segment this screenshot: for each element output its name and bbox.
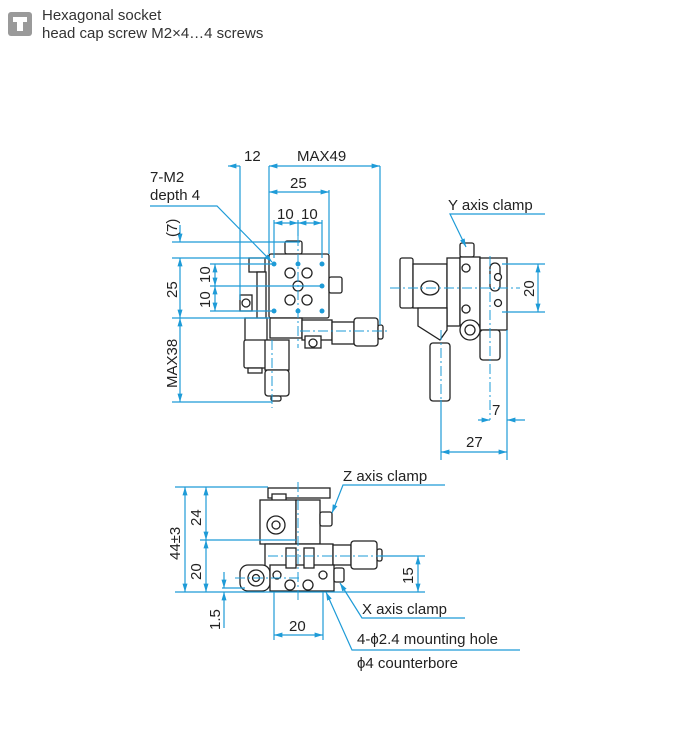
screw-note-line1: Hexagonal socket [42, 7, 162, 24]
mounting-hole-label: 4-ϕ2.4 mounting hole [357, 631, 498, 648]
dim-25-vertical: 25 [164, 281, 181, 298]
z-axis-clamp-label: Z axis clamp [343, 468, 427, 485]
hex-socket-screw-icon [8, 12, 32, 36]
screw-note-line2: head cap screw M2×4…4 screws [42, 25, 264, 42]
dim-25-horizontal: 25 [290, 175, 307, 192]
front-view: Z axis clamp 44±3 24 20 15 1.5 20 X axis… [167, 468, 520, 672]
dim-20-vertical: 20 [188, 563, 205, 580]
dim-max49: MAX49 [297, 148, 346, 165]
side-view-stage [399, 242, 508, 402]
dim-15: 15 [400, 567, 417, 584]
tap-label-depth: depth 4 [150, 187, 200, 204]
dim-7-side: 7 [492, 402, 500, 419]
x-axis-clamp-label: X axis clamp [362, 601, 447, 618]
dim-10-b: 10 [301, 206, 318, 223]
dim-24: 24 [188, 509, 205, 526]
top-view-stage [239, 240, 384, 402]
screw-note-text: Hexagonal socket head cap screw M2×4…4 s… [42, 7, 263, 43]
dim-20-horizontal: 20 [289, 618, 306, 635]
dim-10-a: 10 [277, 206, 294, 223]
dim-7-paren: (7) [164, 219, 181, 237]
dim-44-pm-3: 44±3 [167, 527, 184, 560]
tap-label-7-m2: 7-M2 [150, 169, 184, 186]
side-view: Y axis clamp 20 7 27 [390, 197, 545, 460]
front-view-stage [239, 487, 383, 592]
y-axis-clamp-label: Y axis clamp [448, 197, 533, 214]
dim-27-side: 27 [466, 434, 483, 451]
screw-note: Hexagonal socket head cap screw M2×4…4 s… [8, 7, 263, 43]
dim-20-side: 20 [521, 280, 538, 297]
dim-1-5: 1.5 [207, 609, 224, 630]
dim-10-c: 10 [197, 266, 214, 283]
dim-max38: MAX38 [164, 339, 181, 388]
dim-12: 12 [244, 148, 261, 165]
dim-10-d: 10 [197, 291, 214, 308]
counterbore-label: ϕ4 counterbore [357, 655, 458, 672]
top-view: 12 MAX49 25 10 10 7-M2 depth 4 (7) 25 10… [150, 148, 390, 408]
